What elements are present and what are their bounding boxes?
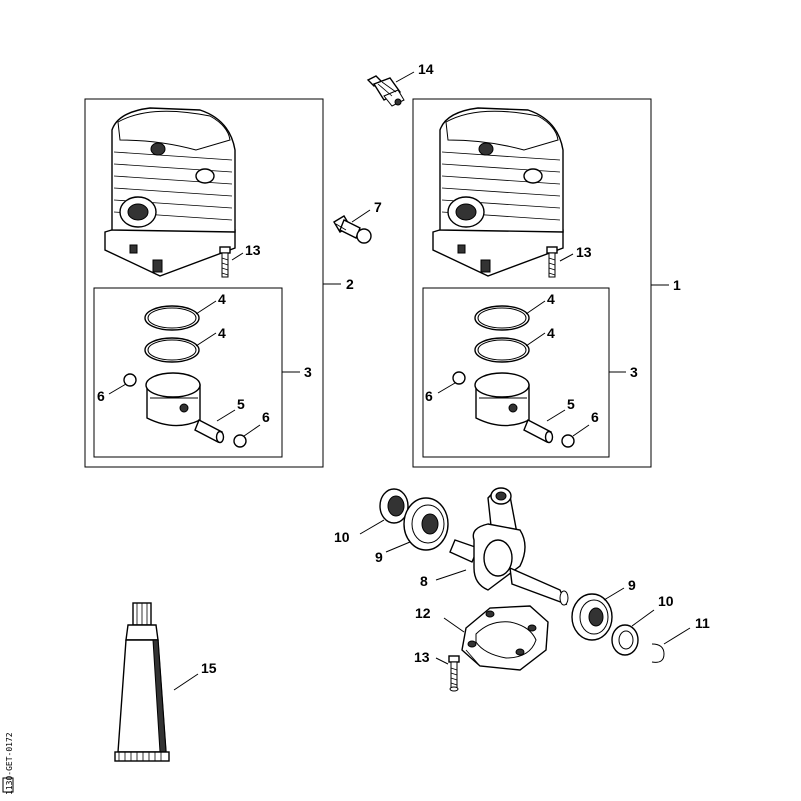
left-circlip-right-part [233, 434, 247, 448]
crankcase-screw-part [448, 655, 460, 692]
callout-label: 9 [628, 577, 636, 593]
right-assembly-frame [412, 98, 652, 468]
decompression-valve-part [333, 215, 372, 244]
crankshaft-part [449, 487, 569, 606]
right-circlip-right-part [561, 434, 575, 448]
crankcase-part [461, 605, 549, 671]
bearing-left-part [403, 497, 449, 551]
drawing-code-box [2, 777, 14, 793]
left-piston-part [145, 372, 201, 427]
callout-label: 5 [237, 396, 245, 412]
callout-label: 14 [418, 61, 434, 77]
left-assembly-frame [84, 98, 324, 468]
callout-label: 13 [576, 244, 592, 260]
left-circlip-left-part [123, 373, 137, 387]
seal-right-part [611, 624, 639, 656]
callout-label: 6 [262, 409, 270, 425]
right-cylinder-assembly: 13 4 4 6 5 6 3 1 [412, 98, 681, 468]
grease-tube-part [114, 602, 170, 762]
callout-label: 2 [346, 276, 354, 292]
callout-label: 7 [374, 199, 382, 215]
callout-label: 6 [591, 409, 599, 425]
bearing-right-part [571, 593, 613, 641]
left-cylinder-assembly: 13 4 4 6 5 6 [84, 98, 354, 468]
callout-label: 4 [547, 325, 555, 341]
callout-label: 3 [304, 364, 312, 380]
callout-label: 8 [420, 573, 428, 589]
callout-label: 10 [658, 593, 674, 609]
callout-label: 13 [245, 242, 261, 258]
callout-label: 4 [218, 291, 226, 307]
callout-label: 4 [218, 325, 226, 341]
seal-left-part [379, 488, 409, 524]
callout-label: 6 [425, 388, 433, 404]
right-piston-pin-part [523, 419, 554, 444]
callout-label: 13 [414, 649, 430, 665]
callout-label: 15 [201, 660, 217, 676]
callout-label: 4 [547, 291, 555, 307]
right-screw-part [546, 246, 558, 278]
callout-label: 6 [97, 388, 105, 404]
callout-label: 1 [673, 277, 681, 293]
left-screw-part [219, 246, 231, 278]
crank-circlip-part [651, 643, 665, 663]
spark-plug-part [366, 75, 405, 107]
callout-label: 9 [375, 549, 383, 565]
right-circlip-left-part [452, 371, 466, 385]
callout-label: 5 [567, 396, 575, 412]
callout-label: 11 [695, 615, 710, 631]
right-piston-part [474, 372, 530, 427]
drawing-code: 1130-GET-0172 [5, 732, 14, 795]
right-cylinder-part [432, 107, 564, 277]
callout-label: 3 [630, 364, 638, 380]
callout-label: 12 [415, 605, 431, 621]
callout-label: 10 [334, 529, 350, 545]
left-cylinder-part [104, 107, 236, 277]
left-piston-pin-part [194, 419, 225, 444]
